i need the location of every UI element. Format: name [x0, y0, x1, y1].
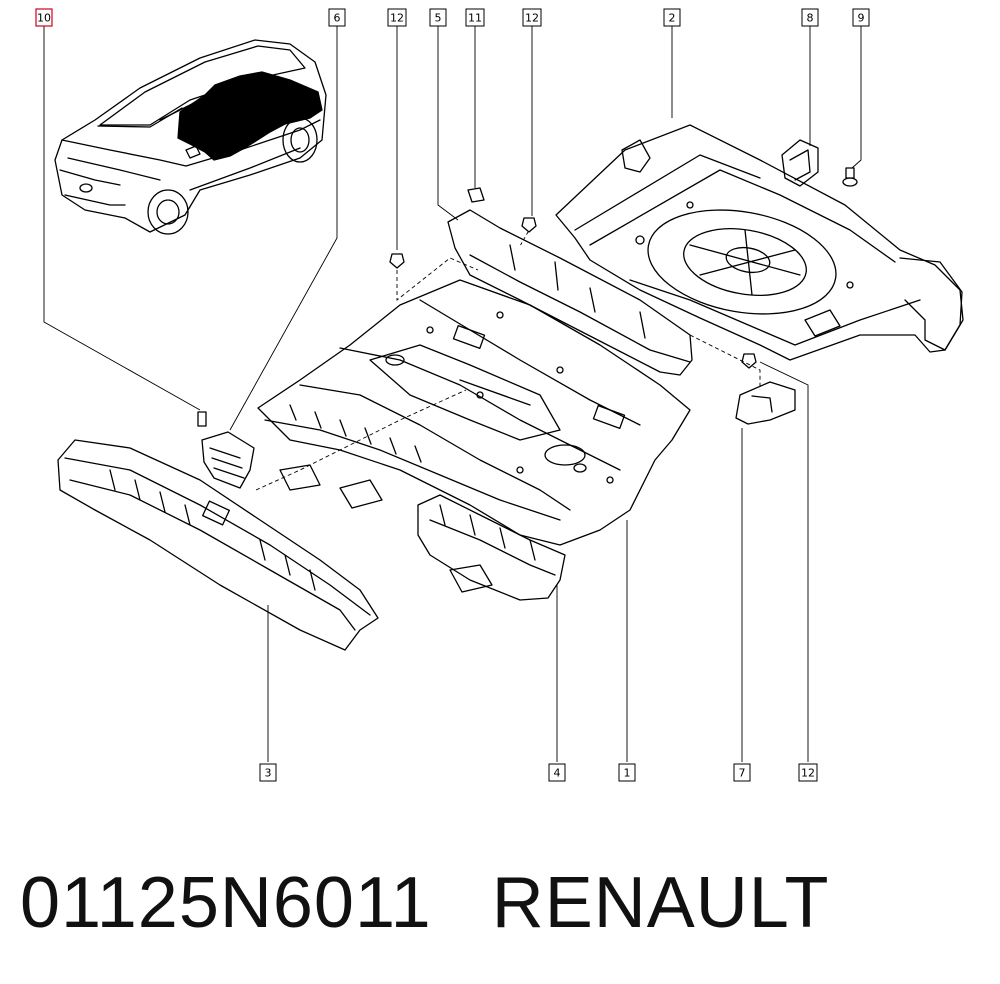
screw-part-12-a — [389, 253, 405, 269]
callout-6: 6 — [328, 8, 346, 27]
bracket-part-7 — [735, 381, 796, 425]
svg-text:10: 10 — [37, 12, 51, 25]
leader-lines — [43, 26, 862, 762]
screw-part-9 — [842, 167, 858, 187]
central-floor-part-1 — [257, 279, 691, 546]
svg-text:12: 12 — [801, 767, 815, 780]
svg-text:5: 5 — [435, 12, 442, 25]
callout-9: 9 — [852, 8, 870, 27]
callouts: 10 6 12 5 11 12 2 8 — [35, 8, 870, 782]
callout-10: 10 — [35, 8, 53, 27]
svg-text:2: 2 — [669, 12, 676, 25]
callout-12-left: 12 — [387, 8, 407, 27]
callout-2: 2 — [663, 8, 681, 27]
part-number: 01125N6011 — [20, 863, 432, 943]
svg-text:7: 7 — [739, 767, 746, 780]
side-sill-part-4 — [417, 494, 566, 601]
callout-7: 7 — [733, 763, 751, 782]
cross-member-part-5 — [447, 209, 693, 376]
clip-part-8 — [781, 139, 819, 187]
brand-name: RENAULT — [491, 863, 830, 943]
callout-12-right: 12 — [798, 763, 818, 782]
svg-text:1: 1 — [624, 767, 631, 780]
screw-part-12-c — [741, 353, 757, 369]
callout-5: 5 — [429, 8, 447, 27]
callout-8: 8 — [801, 8, 819, 27]
callout-3: 3 — [259, 763, 277, 782]
screw-part-10 — [197, 411, 207, 427]
svg-text:12: 12 — [390, 12, 404, 25]
svg-text:8: 8 — [807, 12, 814, 25]
screw-part-12-b — [521, 217, 537, 233]
nut-part-11 — [467, 187, 485, 203]
bracket-part-6 — [201, 431, 255, 489]
svg-text:11: 11 — [468, 12, 482, 25]
callout-4: 4 — [548, 763, 566, 782]
svg-text:4: 4 — [554, 767, 561, 780]
caption: 01125N6011 RENAULT — [20, 862, 829, 944]
svg-text:3: 3 — [265, 767, 272, 780]
callout-11: 11 — [465, 8, 485, 27]
svg-text:9: 9 — [858, 12, 865, 25]
callout-1: 1 — [618, 763, 636, 782]
side-sill-part-3 — [57, 439, 379, 651]
rear-floor-pan — [555, 124, 964, 361]
vehicle-illustration — [54, 39, 327, 235]
svg-text:12: 12 — [525, 12, 539, 25]
callout-12-middle: 12 — [522, 8, 542, 27]
svg-text:6: 6 — [334, 12, 341, 25]
